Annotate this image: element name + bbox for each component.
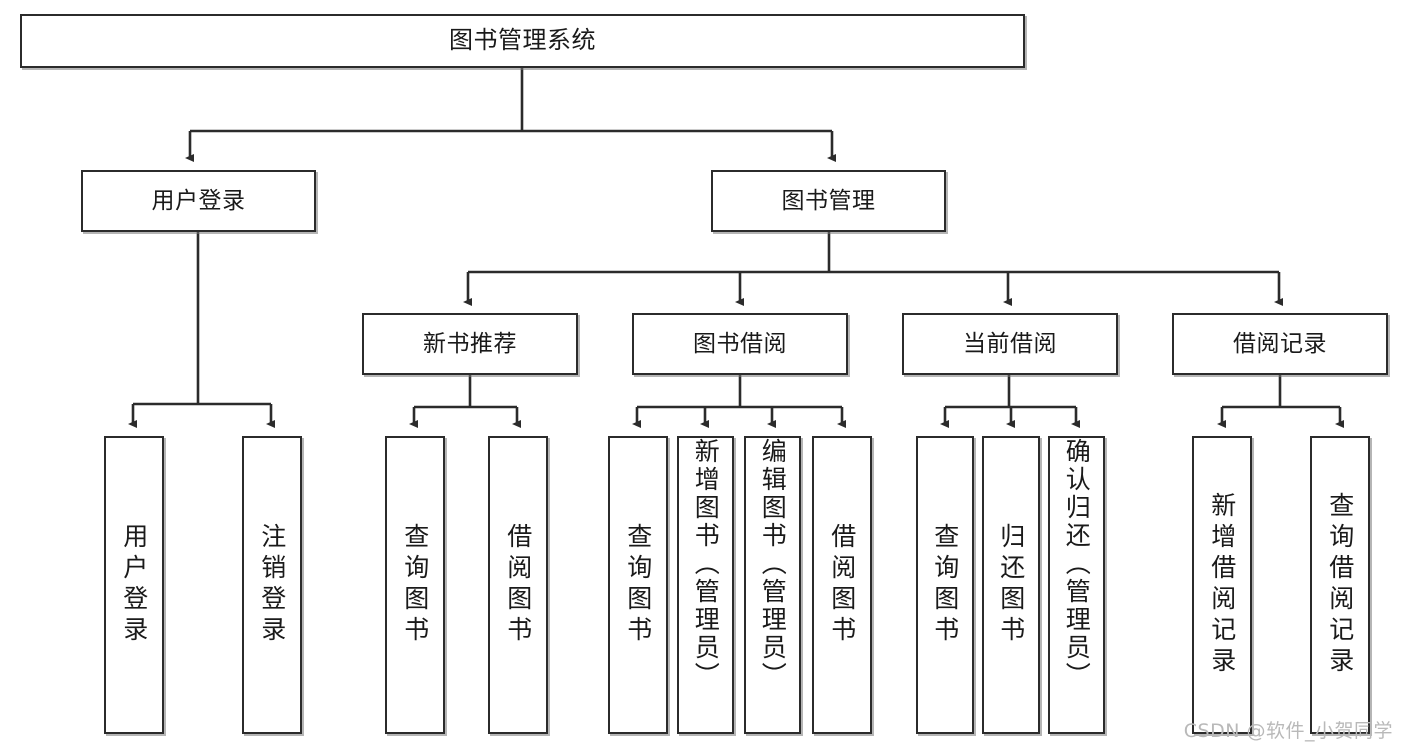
node-leaf-add-book[interactable]: 新增图书（管理员） (677, 436, 734, 734)
node-current-borrow[interactable]: 当前借阅 (902, 313, 1118, 375)
node-leaf-query-book-1[interactable]: 查询图书 (385, 436, 445, 734)
node-root[interactable]: 图书管理系统 (20, 14, 1025, 68)
node-leaf-borrow-book-1-label: 借阅图书 (503, 523, 533, 647)
node-leaf-add-record[interactable]: 新增借阅记录 (1192, 436, 1252, 734)
node-leaf-add-book-label: 新增图书（管理员） (691, 438, 721, 690)
node-book-manage-label: 图书管理 (781, 187, 876, 214)
node-leaf-query-book-1-label: 查询图书 (400, 523, 430, 647)
node-user-login-label: 用户登录 (151, 187, 246, 214)
node-leaf-query-record[interactable]: 查询借阅记录 (1310, 436, 1370, 734)
node-leaf-logout-login[interactable]: 注销登录 (242, 436, 302, 734)
node-leaf-add-record-label: 新增借阅记录 (1207, 492, 1237, 678)
node-leaf-borrow-book-1[interactable]: 借阅图书 (488, 436, 548, 734)
node-leaf-confirm-return-label: 确认归还（管理员） (1062, 438, 1092, 690)
node-leaf-return-book[interactable]: 归还图书 (982, 436, 1040, 734)
node-leaf-query-book-2[interactable]: 查询图书 (608, 436, 668, 734)
node-borrow-record[interactable]: 借阅记录 (1172, 313, 1388, 375)
node-leaf-return-book-label: 归还图书 (996, 523, 1026, 647)
node-book-borrow[interactable]: 图书借阅 (632, 313, 848, 375)
node-leaf-query-book-2-label: 查询图书 (623, 523, 653, 647)
node-leaf-edit-book-label: 编辑图书（管理员） (758, 438, 788, 690)
node-book-manage[interactable]: 图书管理 (711, 170, 946, 232)
node-leaf-confirm-return[interactable]: 确认归还（管理员） (1048, 436, 1105, 734)
node-leaf-query-record-label: 查询借阅记录 (1325, 492, 1355, 678)
node-leaf-user-login-label: 用户登录 (119, 523, 149, 647)
node-leaf-borrow-book-2[interactable]: 借阅图书 (812, 436, 872, 734)
node-leaf-logout-login-label: 注销登录 (257, 523, 287, 647)
node-current-borrow-label: 当前借阅 (963, 330, 1057, 357)
node-leaf-user-login[interactable]: 用户登录 (104, 436, 164, 734)
node-root-label: 图书管理系统 (449, 26, 596, 55)
node-new-book-rec-label: 新书推荐 (423, 330, 517, 357)
csdn-watermark: CSDN @软件_小贺同学 (1183, 720, 1393, 742)
node-leaf-query-book-3-label: 查询图书 (930, 523, 960, 647)
node-borrow-record-label: 借阅记录 (1233, 330, 1327, 357)
node-new-book-rec[interactable]: 新书推荐 (362, 313, 578, 375)
node-user-login[interactable]: 用户登录 (81, 170, 316, 232)
node-leaf-query-book-3[interactable]: 查询图书 (916, 436, 974, 734)
node-leaf-borrow-book-2-label: 借阅图书 (827, 523, 857, 647)
node-book-borrow-label: 图书借阅 (693, 330, 787, 357)
node-leaf-edit-book[interactable]: 编辑图书（管理员） (744, 436, 801, 734)
